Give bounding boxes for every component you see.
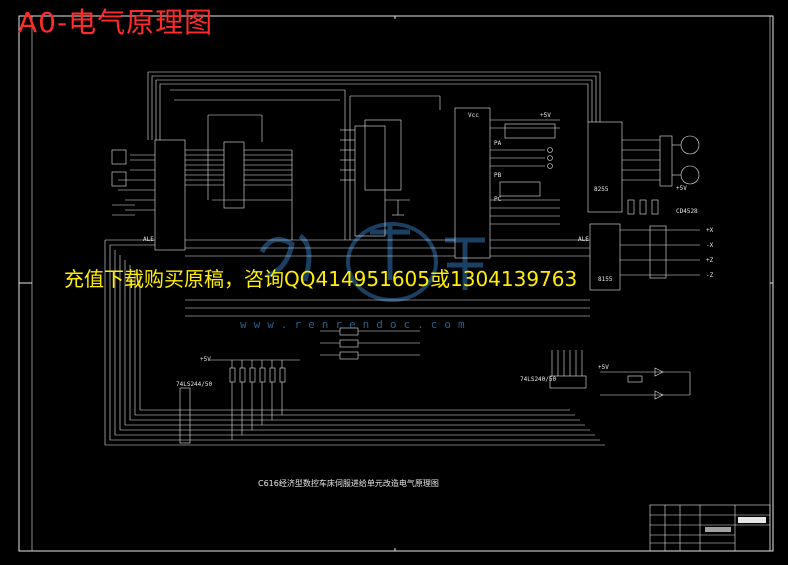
title-block	[649, 504, 771, 552]
label-pb: PB	[494, 172, 502, 179]
label-plus5v-c: +5V	[676, 185, 687, 192]
label-74ls244: 74LS244/50	[176, 381, 213, 388]
watermark-text: 充值下载购买原稿，咨询QQ414951605或1304139763	[64, 267, 578, 291]
label-ale-right: ALE	[578, 236, 589, 243]
label-plus5v-a: +5V	[200, 356, 211, 363]
wiring	[104, 71, 700, 446]
drawing-frame	[18, 15, 774, 552]
label-plus5v-d: +5V	[598, 364, 609, 371]
label-pin-minus-x: -X	[706, 242, 714, 249]
label-pin-minus-z: -Z	[706, 272, 714, 279]
label-ic-8255: 8255	[594, 186, 609, 193]
drawing-caption: C616经济型数控车床伺服进给单元改造电气原理图	[258, 479, 439, 488]
label-opto: CD4528	[676, 208, 698, 215]
label-pa: PA	[494, 140, 502, 147]
label-ale-left: ALE	[143, 236, 154, 243]
watermark-url: www.renrendoc.com	[240, 318, 472, 331]
label-74ls240: 74LS240/50	[520, 376, 557, 383]
label-pin-plus-z: +Z	[706, 257, 714, 264]
label-plus5v-b: +5V	[540, 112, 551, 119]
drawing-title: A0-电气原理图	[18, 6, 214, 39]
label-pin-plus-x: +X	[706, 227, 714, 234]
label-pc: PC	[494, 196, 502, 203]
label-vcc: Vcc	[468, 112, 479, 119]
label-ic-8155: 8155	[598, 276, 613, 283]
